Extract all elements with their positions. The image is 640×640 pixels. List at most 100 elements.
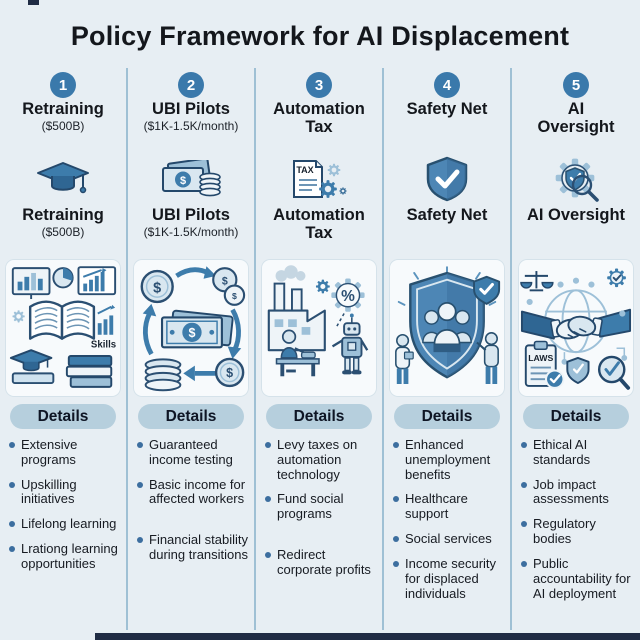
svg-text:$: $ — [188, 326, 195, 340]
bullet-dot — [137, 442, 143, 448]
bullet-text: Lrationg learning opportunities — [21, 541, 118, 571]
scales-of-justice-icon — [520, 271, 554, 292]
smoke-icon — [275, 265, 306, 282]
bullet-item: Lifelong learning — [9, 516, 121, 532]
factory-icon — [267, 282, 326, 352]
gear-check-badge-icon — [607, 268, 626, 288]
svg-text:$: $ — [222, 276, 228, 288]
magnifier-icon — [571, 174, 593, 196]
bullet-text: Financial stability during transitions — [149, 532, 248, 563]
bullet-dot — [9, 442, 15, 448]
svg-text:$: $ — [232, 291, 237, 301]
bullet-item: Levy taxes on automation technology — [265, 437, 377, 482]
policy-column-ubi-pilots: 2 UBI Pilots ($1K-1.5K/month) $ UBI Pilo… — [128, 68, 256, 630]
bullet-text: Ethical AI standards — [533, 437, 591, 467]
bullet-list: Guaranteed income testing Basic income f… — [132, 437, 250, 573]
bullet-dot — [393, 536, 399, 543]
bullet-text: Public accountability for AI deployment — [533, 555, 631, 601]
bullet-dot — [137, 481, 143, 488]
bullet-item: Guaranteed income testing — [137, 437, 249, 468]
policy-column-ai-oversight: 5 AI Oversight AI Oversight — [512, 68, 640, 630]
bullet-text: Fund social programs — [277, 491, 344, 522]
cycle-arrow — [175, 267, 210, 278]
bullet-dot — [521, 560, 527, 567]
bullet-text: Lifelong learning — [21, 516, 117, 532]
column-subheading: ($500B) — [41, 118, 85, 133]
bullet-dot — [265, 442, 271, 448]
policy-columns-grid: 1 Retraining ($500B) Retraining ($500B) — [0, 68, 640, 630]
policy-column-retraining: 1 Retraining ($500B) Retraining ($500B) — [0, 68, 128, 630]
details-banner: Details — [138, 404, 244, 429]
open-book-icon — [28, 300, 96, 340]
skills-label: Skills — [91, 339, 116, 350]
column-heading: Safety Net — [406, 100, 488, 118]
dollar-coin-icon: $ — [214, 357, 245, 388]
pie-chart-icon — [52, 267, 74, 289]
bullet-item: Income security for displaced individual… — [393, 555, 505, 601]
bullet-item: Lrationg learning opportunities — [9, 541, 121, 572]
column-heading: UBI Pilots — [152, 100, 230, 118]
bullet-text: Upskilling initiatives — [21, 476, 77, 507]
column-heading: Retraining — [22, 100, 104, 118]
bullet-text: Healthcare support — [405, 491, 468, 522]
bullet-dot — [265, 496, 271, 503]
book-icon — [11, 372, 55, 385]
handshake-globe-governance: LAWS — [520, 268, 632, 390]
automation-tax-illustration: % — [261, 259, 377, 397]
bullet-item: Enhanced unemployment benefits — [393, 437, 505, 482]
person-icon — [476, 332, 499, 384]
svg-text:$: $ — [153, 280, 161, 296]
repeat-heading: AI Oversight — [526, 206, 626, 224]
magnifier-check-icon — [597, 355, 631, 390]
details-banner: Details — [523, 404, 629, 429]
bullet-item: Job impact assessments — [521, 477, 635, 508]
bullet-dot — [9, 521, 15, 528]
bullet-dot — [137, 537, 143, 544]
page-title: Policy Framework for AI Displacement — [70, 21, 570, 51]
bullet-dot — [393, 442, 399, 448]
worker-desk-icon — [275, 329, 320, 377]
repeat-heading: UBI Pilots — [152, 206, 230, 224]
bullet-dot — [521, 481, 527, 488]
step-number-badge: 1 — [50, 72, 76, 98]
bullet-item: Financial stability during transitions — [137, 532, 249, 563]
policy-column-automation-tax: 3 Automation Tax TAX Automation Tax — [256, 68, 384, 630]
robot-icon — [331, 313, 369, 375]
dollar-coin-icon: $ — [140, 269, 174, 304]
bullet-text: Extensive programs — [21, 437, 78, 467]
money-circulation-cycle: $ $ $ $ — [140, 266, 246, 392]
bullet-dot — [521, 521, 527, 528]
bullet-text: Guaranteed income testing — [149, 437, 233, 467]
svg-text:$: $ — [226, 366, 233, 380]
bullet-dot — [393, 560, 399, 567]
bullet-list: Extensive programs Upskilling initiative… — [4, 437, 122, 582]
svg-text:LAWS: LAWS — [528, 353, 553, 363]
shield-check-icon — [426, 156, 468, 202]
column-heading: AI Oversight — [537, 100, 615, 136]
money-cycle-illustration: $ $ $ $ — [133, 259, 249, 397]
bullet-text: Income security for displaced individual… — [405, 555, 497, 601]
cycle-arrow — [230, 308, 241, 352]
people-group-icon — [422, 302, 472, 353]
graduation-cap-icon — [37, 162, 89, 194]
repeat-subheading: ($1K-1.5K/month) — [143, 224, 239, 239]
bullet-item: Ethical AI standards — [521, 437, 635, 468]
bullet-item: Redirect corporate profits — [265, 547, 377, 578]
laws-clipboard-icon: LAWS — [524, 340, 565, 389]
education-skills-illustration: Skills — [5, 259, 121, 397]
repeat-subheading: ($500B) — [41, 224, 85, 239]
gear-shield-magnifier-icon — [555, 158, 599, 202]
bullet-text: Redirect corporate profits — [277, 547, 371, 577]
person-icon — [395, 333, 414, 384]
bullet-item: Extensive programs — [9, 437, 121, 468]
cycle-arrow — [142, 312, 154, 356]
bottom-edge-bar — [95, 633, 640, 640]
safety-net-illustration — [389, 259, 505, 397]
graduation-cap-small-icon — [9, 349, 53, 372]
ai-oversight-illustration: LAWS — [518, 259, 634, 397]
growth-chart-icon — [77, 266, 117, 296]
bullet-list: Levy taxes on automation technology Fund… — [260, 437, 378, 588]
bullet-text: Basic income for affected workers — [149, 476, 246, 507]
bullet-list: Enhanced unemployment benefits Healthcar… — [388, 437, 506, 611]
column-subheading: ($1K-1.5K/month) — [143, 118, 239, 133]
